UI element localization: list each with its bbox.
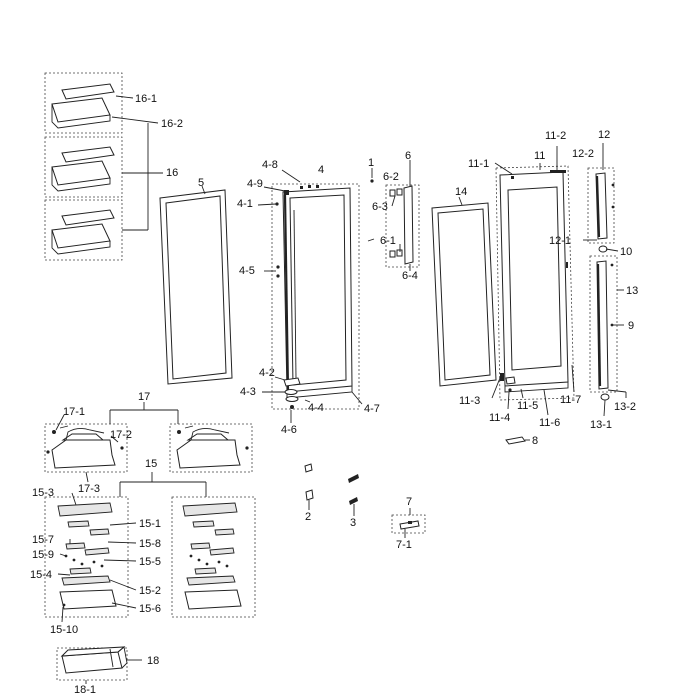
label-4-6: 4-6 (281, 424, 297, 436)
label-15-6: 15-6 (139, 603, 161, 615)
label-9: 9 (628, 320, 634, 332)
label-6: 6 (405, 150, 411, 162)
label-4-4: 4-4 (308, 402, 324, 414)
label-15-5: 15-5 (139, 556, 161, 568)
label-4-2: 4-2 (259, 367, 275, 379)
label-4-9: 4-9 (247, 178, 263, 190)
label-11-3: 11-3 (459, 395, 480, 407)
label-10: 10 (620, 246, 632, 258)
label-11-1: 11-1 (468, 158, 489, 170)
shelf-group-17 (44, 402, 253, 483)
door-gasket-14 (431, 196, 497, 387)
bin-group-18 (56, 646, 142, 684)
label-12: 12 (598, 129, 610, 141)
label-17: 17 (138, 391, 150, 403)
door-bin-16-b (51, 209, 115, 255)
label-15-4: 15-4 (30, 569, 52, 581)
label-4-7: 4-7 (364, 403, 380, 415)
label-13-1: 13-1 (590, 419, 612, 431)
label-5: 5 (198, 177, 204, 189)
label-17-2: 17-2 (110, 429, 132, 441)
label-16-2: 16-2 (161, 118, 183, 130)
label-13: 13 (626, 285, 638, 297)
label-15: 15 (145, 458, 157, 470)
label-2: 2 (305, 511, 311, 523)
label-7-1: 7-1 (396, 539, 412, 551)
label-4-5: 4-5 (239, 265, 255, 277)
side-frame-group-12 (583, 143, 619, 253)
label-15-2: 15-2 (139, 585, 161, 597)
part-labels: 16-1 16-2 16 5 4-8 4 4-9 4-1 4-5 4-2 4-3… (30, 93, 638, 696)
label-11-2: 11-2 (545, 130, 566, 142)
handle-group-6 (367, 160, 420, 271)
label-17-3: 17-3 (78, 483, 100, 495)
label-6-3: 6-3 (372, 201, 388, 213)
label-4-1: 4-1 (237, 198, 253, 210)
label-6-4: 6-4 (402, 270, 418, 282)
door-gasket-5 (159, 185, 233, 385)
label-8: 8 (532, 435, 538, 447)
door-bin-group-16 (44, 72, 163, 261)
side-frame-group-13 (589, 255, 627, 417)
label-11-5: 11-5 (517, 400, 538, 412)
label-1: 1 (368, 157, 374, 169)
label-15-8: 15-8 (139, 538, 161, 550)
label-17-1: 17-1 (63, 406, 85, 418)
door-assembly-4 (257, 169, 363, 423)
label-16-1: 16-1 (135, 93, 157, 105)
label-18: 18 (147, 655, 159, 667)
door-assembly-11 (491, 146, 575, 416)
shelf-group-15 (44, 472, 256, 623)
label-12-2: 12-2 (572, 148, 594, 160)
part-8 (505, 436, 530, 445)
label-7: 7 (406, 496, 412, 508)
label-15-10: 15-10 (50, 624, 78, 636)
label-4: 4 (318, 164, 324, 176)
part-2-and-3 (304, 463, 359, 516)
label-12-1: 12-1 (549, 235, 571, 247)
label-4-8: 4-8 (262, 159, 278, 171)
label-11-6: 11-6 (539, 417, 560, 429)
door-bin-16-1 (51, 83, 115, 129)
label-15-7: 15-7 (32, 534, 54, 546)
label-15-3: 15-3 (32, 487, 54, 499)
label-13-2: 13-2 (614, 401, 636, 413)
label-15-1: 15-1 (139, 518, 161, 530)
label-11-7: 11-7 (560, 394, 581, 406)
label-14: 14 (455, 186, 467, 198)
label-18-1: 18-1 (74, 684, 96, 696)
label-11: 11 (534, 150, 545, 162)
part-group-7 (391, 508, 426, 538)
label-16: 16 (166, 167, 178, 179)
label-15-9: 15-9 (32, 549, 54, 561)
door-bin-16-a (51, 146, 115, 192)
label-4-3: 4-3 (240, 386, 256, 398)
label-11-4: 11-4 (489, 412, 510, 424)
label-6-2: 6-2 (383, 171, 399, 183)
label-6-1: 6-1 (380, 235, 396, 247)
label-3: 3 (350, 517, 356, 529)
